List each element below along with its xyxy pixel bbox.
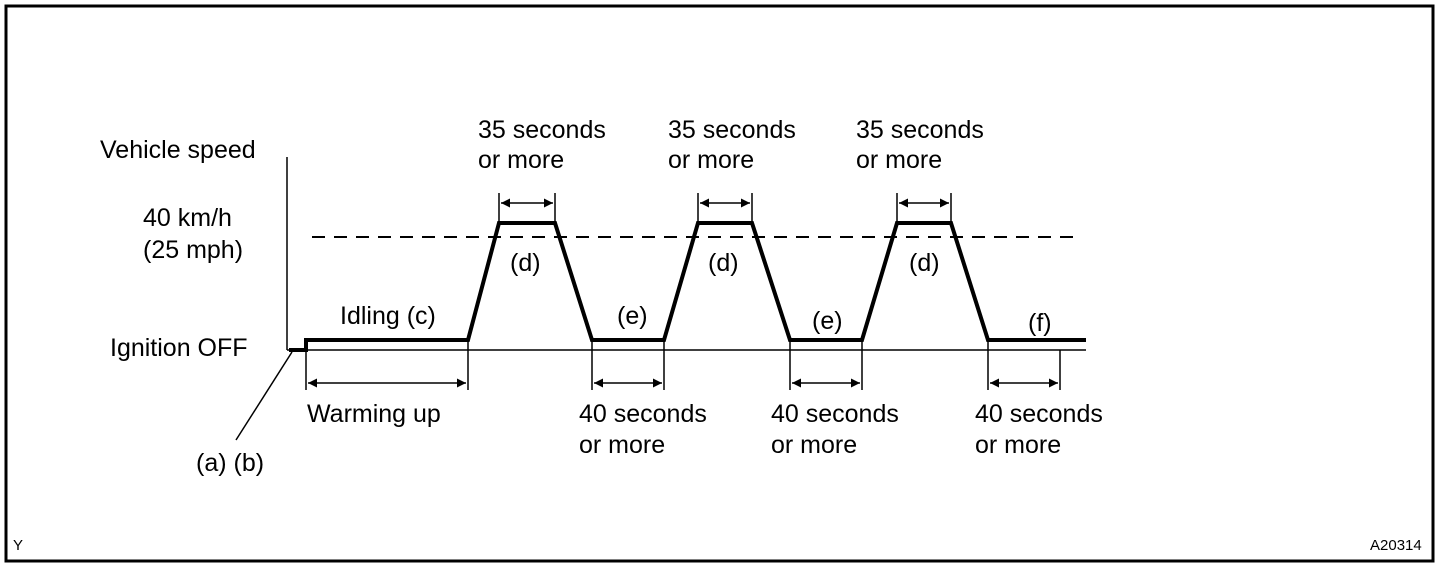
ignition-label: Ignition OFF: [110, 334, 248, 362]
speed-profile: [289, 221, 1086, 352]
idle-dimension-1: [591, 340, 665, 390]
idling-label: Idling (c): [340, 302, 436, 330]
idle-2-step: (e): [812, 307, 843, 335]
cruise-dimension-1: [498, 193, 556, 223]
idle-3-duration-line1: 40 seconds: [975, 400, 1103, 428]
idle-3-duration-line2: or more: [975, 431, 1061, 459]
cruise-3-duration-line1: 35 seconds: [856, 116, 984, 144]
cruise-1-step: (d): [510, 249, 541, 277]
idle-2-duration-line1: 40 seconds: [771, 400, 899, 428]
idle-dimension-3: [987, 340, 1061, 390]
speed-label-line2: (25 mph): [143, 236, 243, 264]
cruise-2-duration-line2: or more: [668, 146, 754, 174]
idle-2-duration-line2: or more: [771, 431, 857, 459]
idle-1-duration-line2: or more: [579, 431, 665, 459]
cruise-2-step: (d): [708, 249, 739, 277]
cruise-dimension-2: [697, 193, 753, 223]
warming-label: Warming up: [307, 400, 441, 428]
cruise-2-duration-line1: 35 seconds: [668, 116, 796, 144]
corner-code-left: Y: [13, 537, 23, 554]
cruise-dimension-3: [896, 193, 952, 223]
cruise-1-duration-line2: or more: [478, 146, 564, 174]
idle-1-step: (e): [617, 302, 648, 330]
step-ab-leader: [235, 351, 293, 441]
idle-dimension-2: [789, 340, 863, 390]
diagram-frame: [4, 4, 1435, 563]
step-ab-label: (a) (b): [196, 449, 264, 477]
idle-3-step: (f): [1028, 309, 1052, 337]
cruise-3-step: (d): [909, 249, 940, 277]
axis-label: Vehicle speed: [100, 136, 256, 164]
idle-1-duration-line1: 40 seconds: [579, 400, 707, 428]
speed-label-line1: 40 km/h: [143, 204, 232, 232]
cruise-1-duration-line1: 35 seconds: [478, 116, 606, 144]
corner-code-right: A20314: [1370, 537, 1422, 554]
cruise-3-duration-line2: or more: [856, 146, 942, 174]
